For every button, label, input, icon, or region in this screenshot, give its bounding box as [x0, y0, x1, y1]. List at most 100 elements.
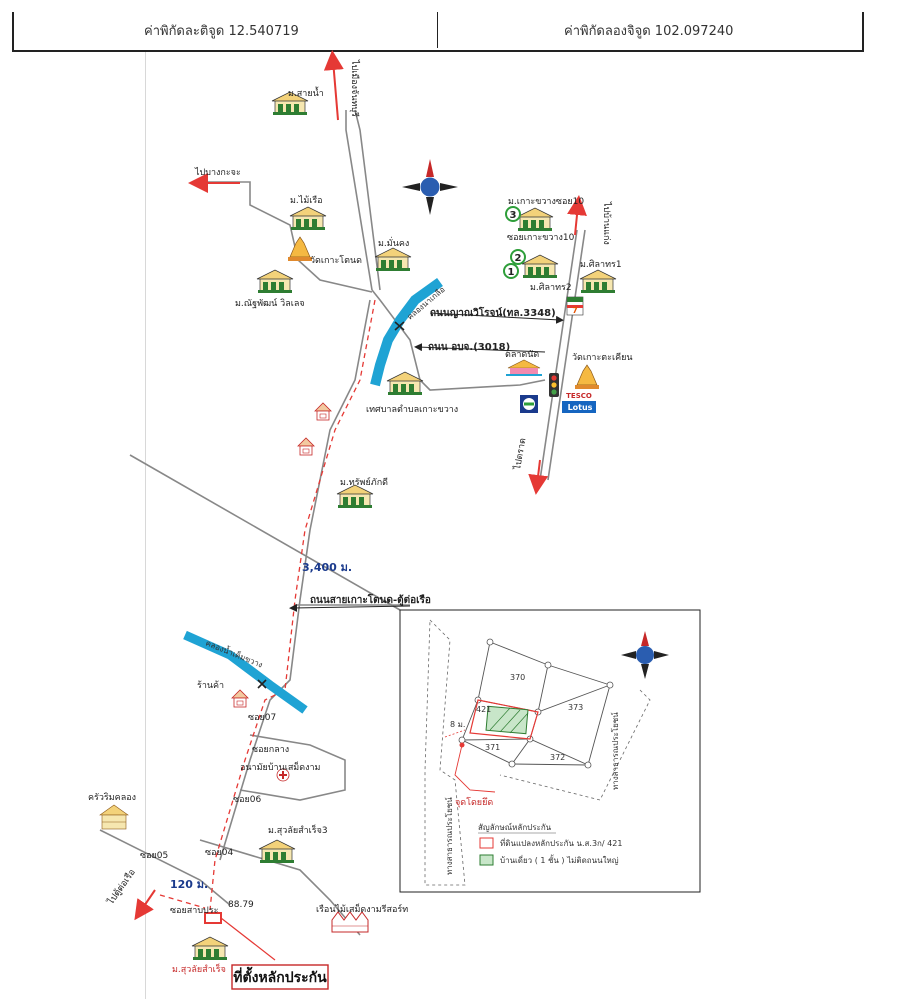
house-icon-mon-kong — [374, 247, 412, 272]
road-soi05 — [99, 829, 231, 906]
building-icon-municipality — [386, 371, 424, 396]
label-soi-05: ซอย05 — [140, 851, 168, 861]
label-soi-07: ซอย07 — [248, 713, 276, 723]
road-east-b — [547, 229, 586, 481]
route-line-end — [159, 894, 206, 909]
compass-icon — [402, 159, 458, 215]
road-loop — [239, 734, 346, 801]
inset-compass-icon — [621, 631, 669, 679]
arrow-road-orbor — [414, 343, 546, 353]
label-village-sai-nam: ม.สายน้ำ — [288, 86, 324, 99]
label-village-suwan: ม.สุวลัยสำเร็จ — [172, 962, 226, 975]
road-north-b — [354, 109, 381, 291]
label-village-ko-khwang: ม.เกาะขวางซอย10 — [508, 197, 584, 207]
arrow-road-yanawiwat — [429, 312, 564, 324]
inset-legend-item1: ที่ดินแปลงหลักประกัน น.ส.3ก/ 421 — [500, 837, 622, 848]
marker-3: 3 — [505, 206, 521, 222]
road-east — [539, 229, 578, 481]
label-wat-ko-takhian: วัดเกาะตะเคียน — [572, 352, 633, 363]
inset-parcel-370: 370 — [510, 673, 525, 682]
svg-text:Lotus: Lotus — [568, 403, 593, 412]
label-road-ko-khot: ถนนสายเกาะโตนด-ตู้ต่อเรือ — [310, 593, 431, 607]
svg-text:7: 7 — [572, 306, 578, 315]
arrow-southwest — [134, 889, 156, 921]
label-to-trat: ไปตราด — [512, 437, 529, 471]
label-village-phat-wilet: ม.ณัฐพัฒน์ วิลเลจ — [235, 297, 305, 309]
marker-1: 1 — [503, 263, 519, 279]
label-village-mon-kong: ม.มั่นคง — [378, 236, 409, 249]
label-to-north-town: ไปเมืองจันทบุรี — [349, 59, 360, 117]
inset-access-path — [454, 744, 496, 793]
svg-text:TESCO: TESCO — [566, 392, 592, 400]
inset-map: 370 373 421 371 372 8 ม. ทางสาธารณประโยช… — [399, 609, 701, 893]
label-to-tu-ruea: ไปตู้ต่อเรือ — [105, 867, 138, 907]
label-shop: ร้านค้า — [197, 680, 224, 691]
health-center-icon — [276, 768, 290, 782]
svg-text:2: 2 — [515, 253, 522, 264]
label-to-ban-kai: ไปบ้านแก่ง — [601, 201, 612, 245]
inset-legend-title: สัญลักษณ์หลักประกัน — [478, 822, 552, 832]
hut-icon-shop — [231, 689, 249, 708]
traffic-light-icon — [549, 373, 559, 397]
house-icon-mai-ruea — [289, 206, 327, 231]
inset-parcel-371: 371 — [485, 743, 500, 752]
house-icon-sap-kakhdi — [336, 484, 374, 509]
temple-icon-ko-takhian — [574, 364, 600, 390]
road-south-main — [219, 299, 371, 861]
inset-parcel-373: 373 — [568, 703, 583, 712]
label-to-bang-kacha: ไปบางกะจะ — [194, 167, 241, 178]
house-icon-suwan — [191, 936, 229, 961]
collateral-label-box — [231, 964, 329, 990]
label-canal-bottom: คลองน้ำเค็มขวาง — [204, 637, 264, 670]
market-icon — [506, 359, 542, 376]
label-soi-prachan: ซอยสาบประ — [170, 906, 219, 916]
hut-icon-1 — [314, 402, 332, 421]
arrow-road-ko-khot — [289, 603, 411, 612]
house-icon-suwan3 — [258, 839, 296, 864]
canal-top — [370, 277, 443, 387]
house-icon-phat-wilet — [256, 269, 294, 294]
route-line — [209, 299, 376, 911]
inset-legend-swatch-parcel — [479, 837, 494, 849]
svg-text:3: 3 — [510, 210, 517, 221]
longitude-label: ค่าพิกัดลองจิจูด 102.097240 — [564, 24, 734, 39]
inset-road-right — [499, 689, 651, 801]
road-network — [99, 109, 586, 936]
label-distance-3400: 3,400 ม. — [302, 561, 352, 574]
inset-legend-swatch-house — [479, 854, 494, 866]
inset-access-point: จุดโดยยึด — [455, 797, 493, 808]
inset-parcel-372: 372 — [550, 753, 565, 762]
restaurant-icon — [99, 804, 129, 830]
arrow-northeast — [567, 195, 587, 236]
label-kru-rim-khlong: ครัวริมคลอง — [88, 792, 136, 803]
label-market: ตลาดนัด — [505, 350, 539, 360]
label-village-suwan3: ม.สุวลัยสำเร็จ3 — [268, 823, 328, 836]
inset-road-left-label: ทางสาธารณประโยชน์ — [444, 797, 454, 875]
label-municipality: เทศบาลตำบลเกาะขวาง — [366, 404, 458, 415]
svg-text:1: 1 — [508, 267, 515, 278]
tesco-lotus-icon: TESCO Lotus — [562, 390, 596, 414]
header-divider — [437, 12, 438, 48]
label-point-88: 88.79 — [228, 900, 254, 910]
label-soi-04: ซอย04 — [205, 848, 234, 858]
coordinates-header: ค่าพิกัดละติจูด 12.540719 ค่าพิกัดลองจิจ… — [12, 12, 864, 52]
road-soi04 — [199, 839, 361, 936]
hut-icon-2 — [297, 437, 315, 456]
label-resort: เรือนไม้เสม็ดงามรีสอร์ท — [316, 902, 408, 915]
latitude-label: ค่าพิกัดละติจูด 12.540719 — [144, 24, 299, 39]
temple-icon-ko-khot — [287, 236, 313, 262]
label-soi-ko-khwang: ซอยเกาะขวาง10 — [507, 233, 575, 243]
bridge-bottom — [257, 679, 267, 689]
marker-2: 2 — [510, 249, 526, 265]
canal-bottom — [183, 630, 308, 714]
collateral-marker — [204, 912, 276, 961]
inset-width-label: 8 ม. — [450, 720, 465, 729]
house-icon-silathorn2 — [521, 254, 559, 279]
seven-eleven-icon: 7 — [566, 296, 584, 316]
road-north — [345, 110, 373, 291]
road-diagonal — [129, 454, 401, 611]
inset-parcel-421: 421 — [476, 705, 491, 714]
bridge-top — [394, 321, 405, 331]
house-icon-silathorn1 — [579, 269, 617, 294]
